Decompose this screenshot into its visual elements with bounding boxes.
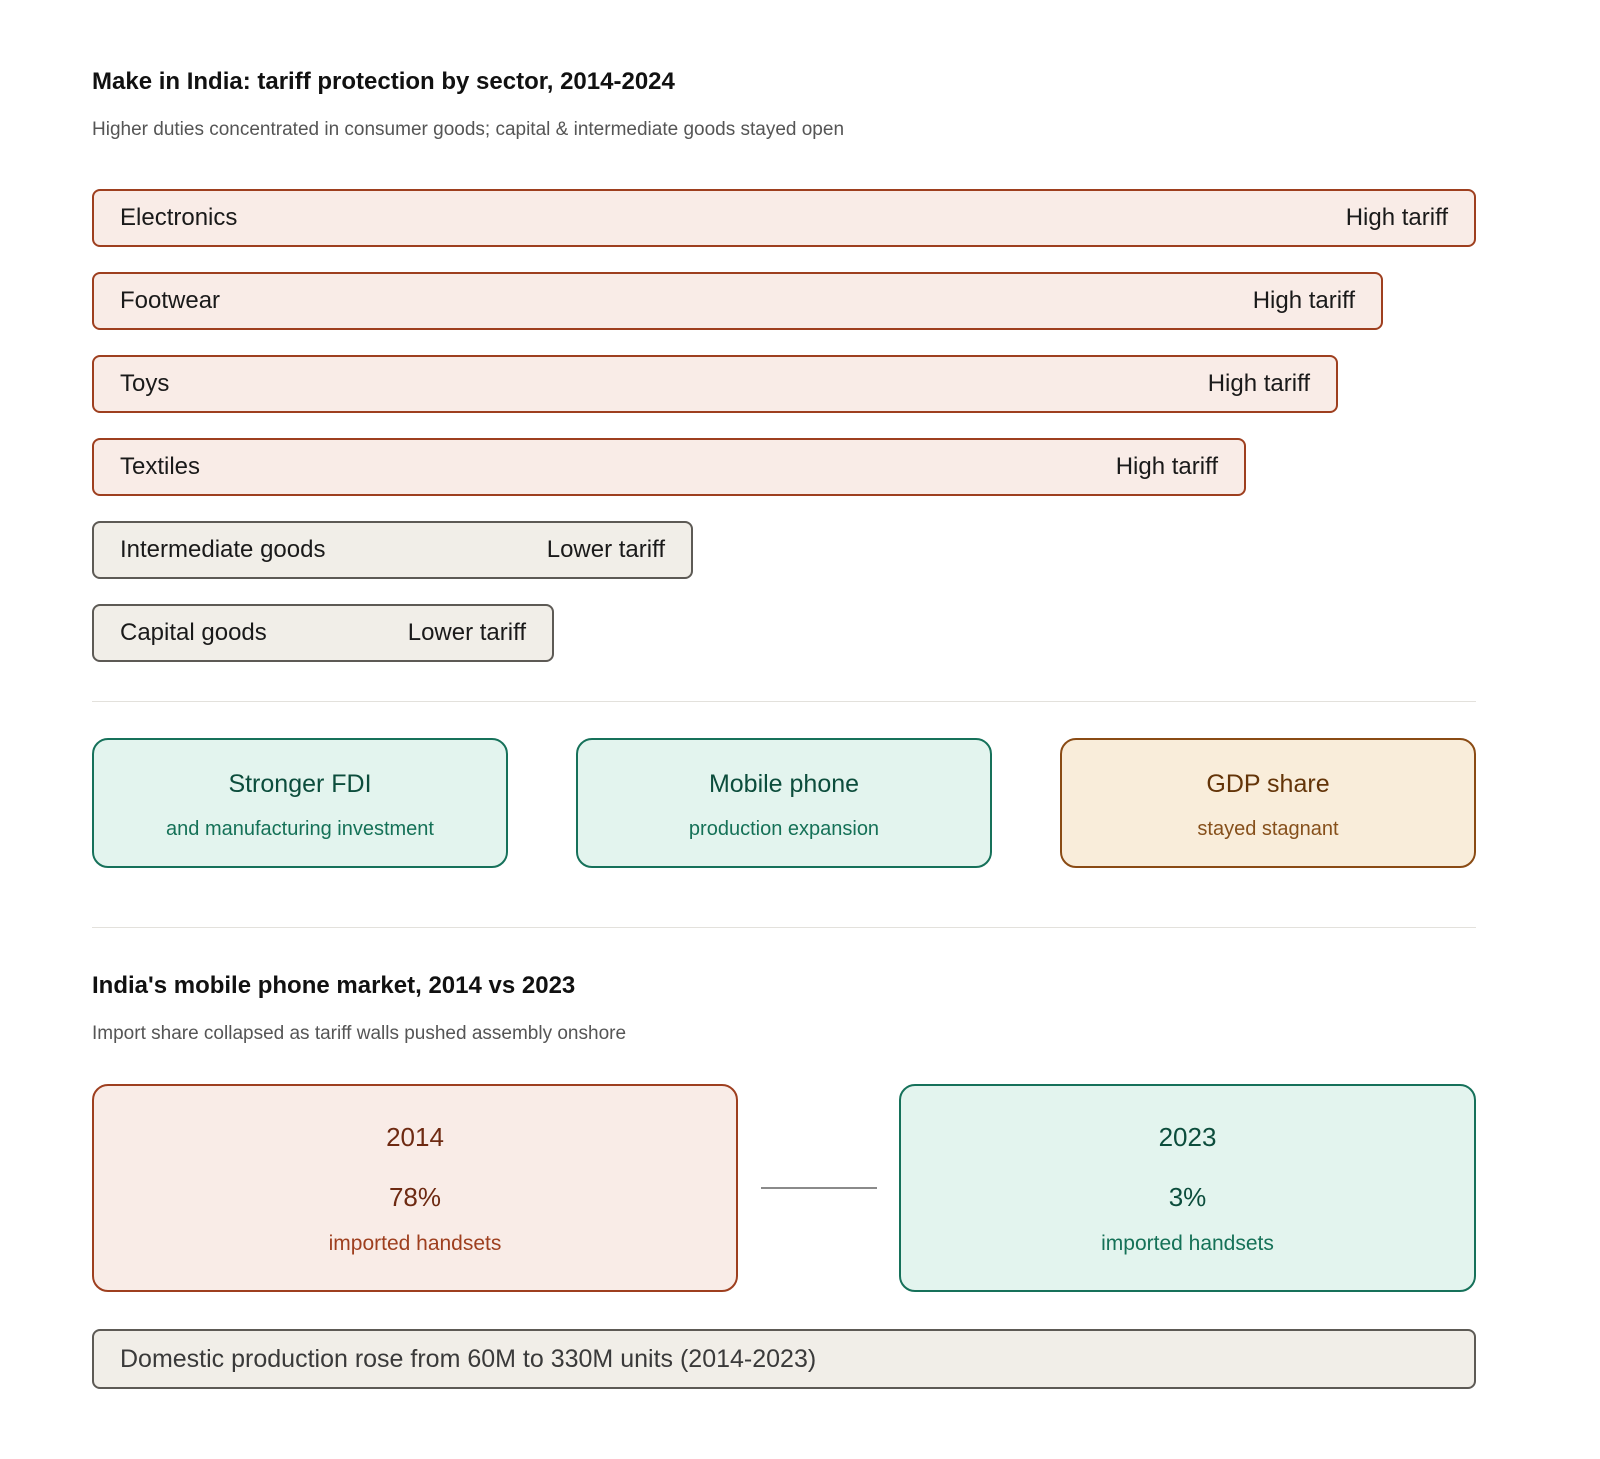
- tariff-label: High tariff: [1345, 204, 1448, 231]
- comparison-value: 3%: [1168, 1182, 1207, 1212]
- section-title: India's mobile phone market, 2014 vs 202…: [92, 972, 576, 999]
- sector-name: Textiles: [120, 453, 201, 480]
- comparison-caption: imported handsets: [1101, 1232, 1274, 1255]
- sector-bar-intermediate-goods: Intermediate goods Lower tariff: [92, 521, 693, 579]
- sector-bar-textiles: Textiles High tariff: [92, 438, 1246, 496]
- section-title: Make in India: tariff protection by sect…: [92, 68, 675, 95]
- comparison-caption: imported handsets: [328, 1232, 502, 1255]
- tariff-label: Lower tariff: [546, 536, 665, 563]
- sector-name: Electronics: [120, 204, 238, 231]
- outcome-subtitle: stayed stagnant: [1197, 818, 1339, 840]
- outcome-subtitle: production expansion: [688, 818, 880, 840]
- sector-name: Toys: [120, 370, 170, 397]
- outcome-title: Mobile phone: [708, 770, 860, 798]
- sector-name: Capital goods: [120, 619, 267, 646]
- comparison-year: 2023: [1158, 1122, 1217, 1152]
- sector-name: Intermediate goods: [120, 536, 326, 563]
- outcome-card-gdp-share: GDP share stayed stagnant: [1060, 738, 1476, 868]
- outcome-subtitle: and manufacturing investment: [166, 818, 434, 840]
- sector-bar-footwear: Footwear High tariff: [92, 272, 1383, 330]
- tariff-label: Lower tariff: [407, 619, 526, 646]
- tariff-label: High tariff: [1252, 287, 1355, 314]
- comparison-value: 78%: [388, 1182, 442, 1212]
- divider: [92, 927, 1476, 928]
- sector-bar-toys: Toys High tariff: [92, 355, 1338, 413]
- sector-bar-capital-goods: Capital goods Lower tariff: [92, 604, 554, 662]
- connector-line: [761, 1187, 877, 1189]
- comparison-year: 2014: [386, 1122, 444, 1152]
- outcome-card-fdi: Stronger FDI and manufacturing investmen…: [92, 738, 508, 868]
- outcome-card-mobile-phone: Mobile phone production expansion: [576, 738, 992, 868]
- outcome-title: GDP share: [1206, 770, 1330, 798]
- outcome-title: Stronger FDI: [228, 770, 372, 798]
- footer-note: Domestic production rose from 60M to 330…: [92, 1329, 1476, 1389]
- comparison-box-2023: 2023 3% imported handsets: [899, 1084, 1476, 1292]
- comparison-box-2014: 2014 78% imported handsets: [92, 1084, 738, 1292]
- section-subtitle: Higher duties concentrated in consumer g…: [92, 119, 845, 140]
- divider: [92, 701, 1476, 702]
- section-subtitle: Import share collapsed as tariff walls p…: [92, 1023, 627, 1044]
- tariff-label: High tariff: [1207, 370, 1310, 397]
- sector-bar-electronics: Electronics High tariff: [92, 189, 1476, 247]
- tariff-label: High tariff: [1115, 453, 1218, 480]
- sector-name: Footwear: [120, 287, 221, 314]
